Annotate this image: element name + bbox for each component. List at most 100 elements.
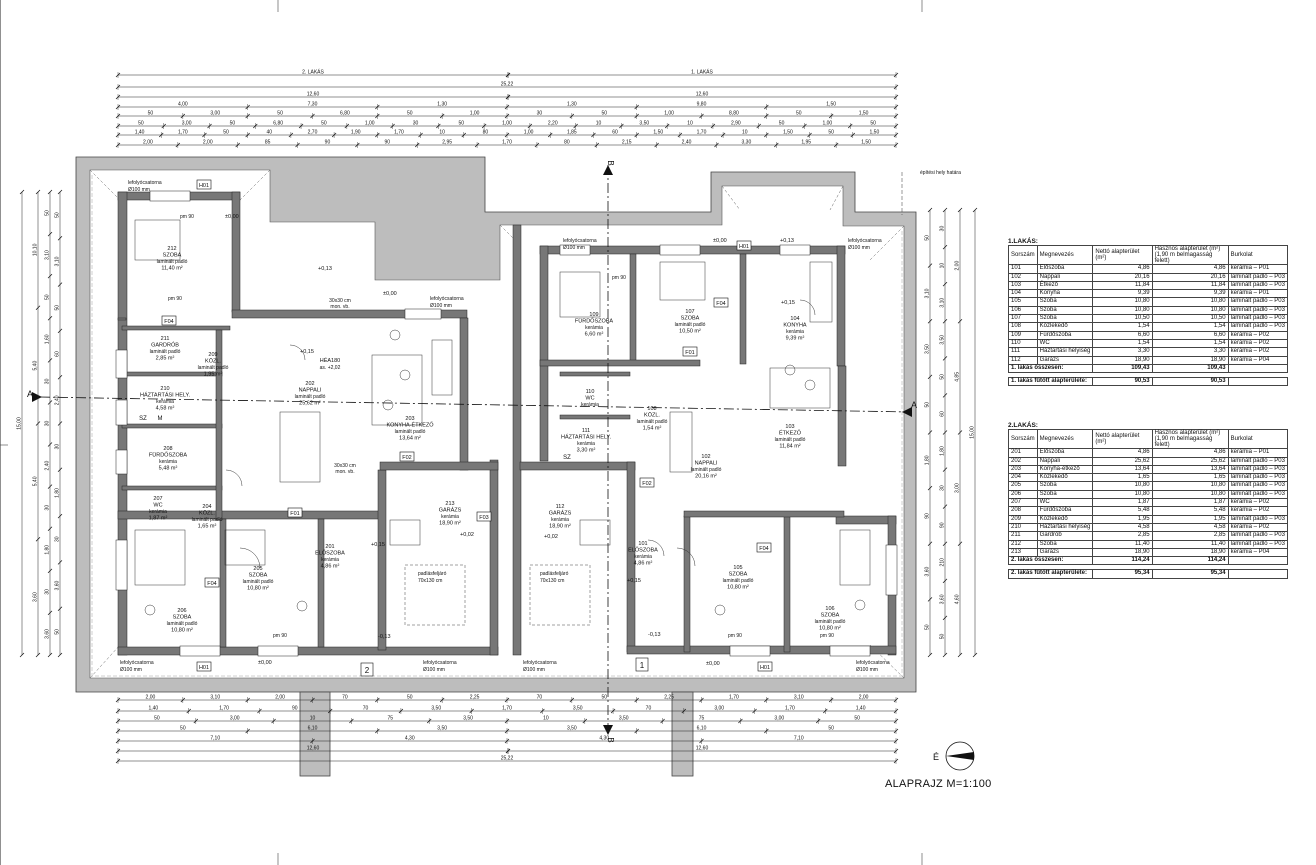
apt2-cell: 18,90 (1092, 547, 1153, 558)
dim-bottom-row3-value: 10 (310, 716, 316, 722)
dim-right-small-value: 60 (940, 411, 946, 417)
room-floor: laminált padló (775, 437, 806, 443)
dim-bottom-row1-value: 1,70 (729, 695, 739, 701)
room-name: KÖZL. (199, 510, 215, 517)
apt2-cell: 5,48 (1151, 506, 1229, 516)
apt1-cell: Konyha (1036, 289, 1094, 299)
level-mark: ±0,00 (713, 238, 727, 244)
bed (134, 219, 181, 261)
tag-f02: F02 (402, 455, 411, 461)
room-floor: laminált padló (295, 394, 326, 400)
dim-top-row4-value: 1,00 (470, 111, 480, 117)
dim-left-small-tick (47, 526, 53, 531)
level-pm: pm 90 (168, 296, 182, 302)
level-mark: ±0,00 (258, 660, 272, 666)
dim-top-half-value: 12,60 (696, 92, 709, 98)
wall-bath-divider (629, 253, 637, 365)
dim-left-small-tick (47, 484, 53, 489)
room-number: 206 (177, 608, 186, 614)
roof-hip-line (721, 185, 741, 211)
dim-top-row7-value: 2,95 (442, 140, 452, 146)
axis-box (360, 662, 374, 677)
downpipe-label: lefolyócsatorna (430, 296, 464, 302)
dim-top-row7-value: 2,15 (622, 140, 632, 146)
apt2-cell: kerámia – P02 (1227, 506, 1289, 516)
apt2-cell: laminált padló – P03 (1227, 531, 1289, 541)
dim-top-row3-value: 9,80 (697, 102, 707, 108)
wall-bedrooms-divider (219, 518, 227, 648)
apt2-cell: 11,40 (1092, 539, 1153, 549)
room-number: 211 (161, 336, 170, 342)
room-floor: laminált padló (192, 517, 223, 523)
dim-top-row7-value: 85 (265, 140, 271, 146)
col-useful-area-label: Hasznos alapterület (m²) (1154, 430, 1221, 437)
dim-right-detail-value: 50 (925, 235, 931, 241)
dim-left-detail-tick (57, 236, 63, 241)
apt2-cell: kerámia – P01 (1227, 448, 1289, 458)
col-name: Megnevezés (1036, 245, 1094, 266)
dim-top-row4-value: 6,80 (340, 111, 350, 117)
downpipe-label: lefolyócsatorna (120, 660, 154, 666)
col-useful-area: Hasznos alapterület (m²)(1,90 m belmagas… (1151, 429, 1229, 450)
dim-top-row5-value: 1,00 (365, 121, 375, 127)
dim-top-row5-value: 50 (230, 121, 236, 127)
apt1-total-net: 109,43 (1092, 363, 1153, 374)
dim-right-small-tick (942, 430, 948, 435)
room-name: SZOBA (729, 572, 748, 578)
room-area: 1,65 m² (198, 524, 217, 530)
dim-top-row6-value: 60 (612, 130, 618, 136)
room-number: 207 (153, 496, 162, 502)
dim-bottom-row3-value: 3,00 (230, 716, 240, 722)
section-arrow (32, 392, 42, 402)
dim-right-small-tick (942, 244, 948, 250)
dim-right-detail-tick (927, 485, 933, 491)
apt1-cell: 10,50 (1151, 314, 1229, 324)
building-line-label: építési hely határa (920, 170, 961, 176)
dim-right-detail-value: 3,60 (925, 566, 931, 576)
dim-right-detail-tick (927, 374, 933, 380)
room-number: 213 (445, 501, 454, 507)
dim-left-detail-tick (57, 467, 63, 473)
dim-top-apt2-value: 2. LAKÁS (302, 69, 324, 76)
wall-105-left (683, 515, 691, 653)
section-arrow (603, 165, 613, 175)
apt2-heated-label: 2. lakás fűtött alapterülete: (1007, 569, 1094, 579)
dim-right-small-tick (942, 319, 948, 324)
dim-top-row4-value: 50 (407, 111, 413, 117)
dining-table (371, 354, 423, 426)
apt2-cell: Közlekedő (1036, 473, 1094, 483)
roof-gutter-line (91, 175, 903, 677)
dim-right-small-value: 3,50 (940, 335, 946, 345)
level-pm: pm 90 (273, 633, 287, 639)
section-line-a (39, 396, 911, 413)
downpipe-size: Ø100 mm (856, 667, 878, 673)
room-number: 111 (582, 428, 590, 434)
apt1-cell: Nappali (1036, 272, 1094, 282)
wall-gardrob-top (121, 325, 231, 331)
dim-left-detail-value: 30 (55, 444, 61, 450)
dim-bottom-total-value: 25,22 (501, 756, 514, 762)
apt1-cell: 105 (1008, 297, 1038, 307)
level-mark: ±0,00 (706, 661, 720, 667)
dim-left-detail-tick (57, 606, 63, 611)
room-area: 10,80 m² (247, 586, 269, 592)
downpipe-label: lefolyócsatorna (423, 660, 457, 666)
apt2-cell: 25,62 (1092, 456, 1153, 466)
dim-top-row5-value: 2,90 (731, 121, 741, 127)
dim-top-row4-value: 1,00 (664, 111, 674, 117)
apt1-cell: laminált padló – P03 (1227, 314, 1289, 324)
dim-left-parts-tick (35, 305, 41, 310)
dim-bottom-half-value: 12,60 (696, 746, 709, 752)
wall-apt1-bay (835, 515, 897, 525)
dim-bottom-row4-value: 3,50 (437, 726, 447, 732)
dim-left-detail-tick (57, 513, 63, 519)
dim-top-row4-value: 8,80 (729, 111, 739, 117)
col-net-area: Nettó alapterület (m²) (1092, 245, 1153, 266)
room-floor: laminált padló (198, 365, 229, 371)
apt1-cell: 18,90 (1092, 355, 1153, 365)
door-swing (225, 469, 243, 487)
wall-garage-top (379, 461, 499, 471)
dim-right-small-tick (942, 393, 948, 398)
roof-hip-line (89, 644, 121, 679)
